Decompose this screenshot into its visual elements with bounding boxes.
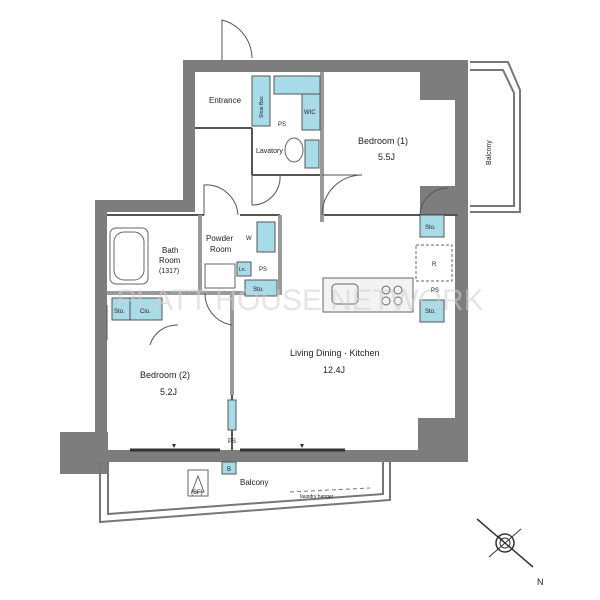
ps3-label: PS	[431, 288, 439, 294]
compass-north-label: N	[537, 577, 544, 587]
clo-label: Clo.	[140, 309, 151, 315]
laundry-label: laundry hanger	[300, 494, 334, 500]
powder-label-1: Powder	[206, 234, 233, 243]
ldk-name: Living Dining · Kitchen	[290, 348, 380, 358]
bedroom2-name: Bedroom (2)	[140, 370, 190, 380]
side-balcony	[470, 61, 521, 213]
ac-label: B	[227, 467, 231, 473]
bath-label-2: Room	[159, 256, 181, 265]
sto-right-bottom-label: Sto.	[425, 309, 436, 315]
entrance-label: Entrance	[209, 96, 242, 105]
interior-wall-bands	[107, 72, 324, 395]
ldk-size: 12.4J	[323, 365, 345, 375]
r-label: R	[432, 262, 437, 268]
ps1-label: PS	[278, 122, 286, 128]
fixtures	[109, 137, 453, 452]
exterior-walls	[60, 60, 468, 474]
shoebox-label: Shoe Box	[259, 96, 265, 118]
balcony-bottom-label: Balcony	[240, 478, 268, 487]
window-markers	[172, 444, 304, 448]
watermark: PLATT HOUSE NETWORK	[116, 284, 483, 317]
blue-fixtures	[111, 75, 445, 475]
sf-label: (SF)	[191, 490, 203, 496]
ps4-label: PS	[228, 439, 236, 445]
balcony-side-label: Balcony	[486, 140, 493, 165]
room-labels: Entrance Shoe Box WIC PS Lavatory Bedroo…	[114, 96, 493, 500]
sto-right-top-label: Sto.	[425, 225, 436, 231]
sto-bath-label: Sto.	[253, 287, 264, 293]
bath-label-1: Bath	[162, 246, 178, 255]
doors	[106, 19, 449, 346]
bottom-balcony	[99, 462, 391, 524]
bath-label-3: (1317)	[159, 268, 179, 275]
wic-label: WIC	[304, 110, 316, 116]
compass-icon	[476, 518, 534, 568]
w-label: W	[246, 236, 252, 242]
sto-bed2-label: Sto.	[114, 309, 125, 315]
ps2-label: PS	[259, 267, 267, 273]
sf-hatch	[187, 469, 209, 497]
bedroom1-size: 5.5J	[378, 152, 395, 162]
bedroom1-name: Bedroom (1)	[358, 136, 408, 146]
bedroom2-size: 5.2J	[160, 387, 177, 397]
lavatory-label: Lavatory	[256, 148, 283, 155]
ln-label: Ln.	[239, 267, 246, 273]
powder-label-2: Room	[210, 245, 232, 254]
